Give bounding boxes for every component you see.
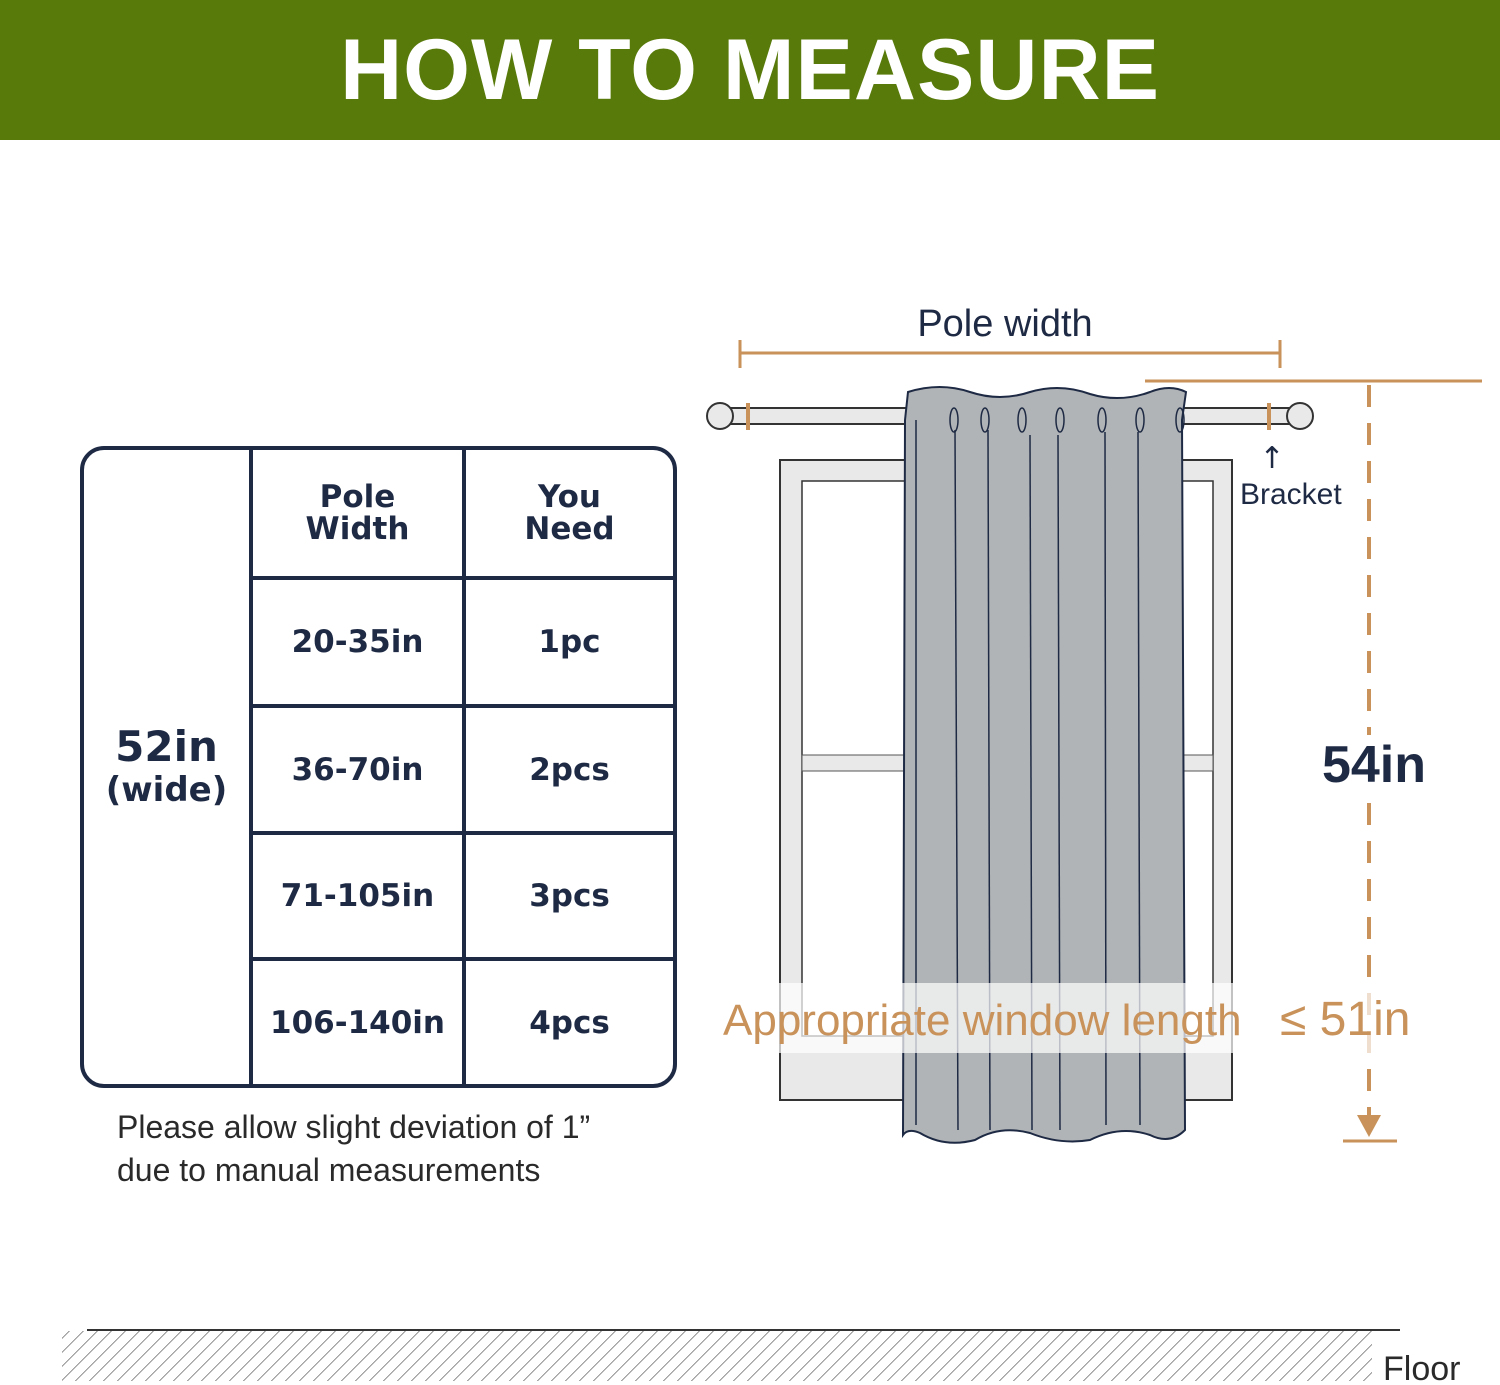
length-label: 54in: [1322, 736, 1426, 794]
pole-width-value: 71-105in: [280, 878, 435, 914]
size-table: 52in (wide) Pole Width You Need 20-35in …: [80, 446, 677, 1088]
divider: [253, 576, 673, 580]
floor-hatch: [62, 1331, 1372, 1381]
pole-width-measure: [738, 340, 1482, 383]
bracket-arrow-icon: ↑: [1259, 441, 1284, 476]
curtain-width-cell: 52in (wide): [84, 450, 249, 1084]
bracket-right: [1267, 403, 1271, 430]
need-value: 2pcs: [529, 751, 610, 788]
divider: [253, 957, 673, 961]
pole-width-value: 36-70in: [291, 751, 424, 788]
bracket-label: Bracket: [1240, 478, 1342, 511]
need-value: 4pcs: [529, 1004, 610, 1041]
divider: [249, 450, 253, 1084]
bracket-left: [746, 403, 750, 430]
floor-label: Floor: [1383, 1350, 1460, 1385]
window-length-band: [720, 983, 1430, 1053]
length-label-bg: [1310, 735, 1435, 795]
need-value: 1pc: [538, 624, 601, 660]
window-length-value: ≤ 51in: [1280, 993, 1410, 1046]
pole-width-value: 20-35in: [291, 624, 424, 660]
divider: [462, 450, 466, 1084]
window-length-text: Appropriate window length: [723, 996, 1242, 1045]
header-banner: HOW TO MEASURE: [0, 0, 1500, 140]
curtain-width-sub: (wide): [105, 770, 228, 810]
column-header-pole-width: Pole Width: [305, 479, 410, 547]
divider: [253, 831, 673, 835]
deviation-note: Please allow slight deviation of 1” due …: [117, 1106, 590, 1192]
page-title: HOW TO MEASURE: [340, 21, 1160, 118]
divider: [253, 704, 673, 708]
column-header-you-need: You Need: [524, 479, 615, 547]
pole-width-label: Pole width: [917, 303, 1092, 345]
pole-width-value: 106-140in: [270, 1004, 445, 1041]
need-value: 3pcs: [529, 878, 610, 914]
curtain-width: 52in: [115, 722, 218, 771]
note-line: Please allow slight deviation of 1”: [117, 1109, 591, 1145]
note-line: due to manual measurements: [117, 1152, 541, 1188]
arrow-down-icon: [1357, 1115, 1381, 1137]
